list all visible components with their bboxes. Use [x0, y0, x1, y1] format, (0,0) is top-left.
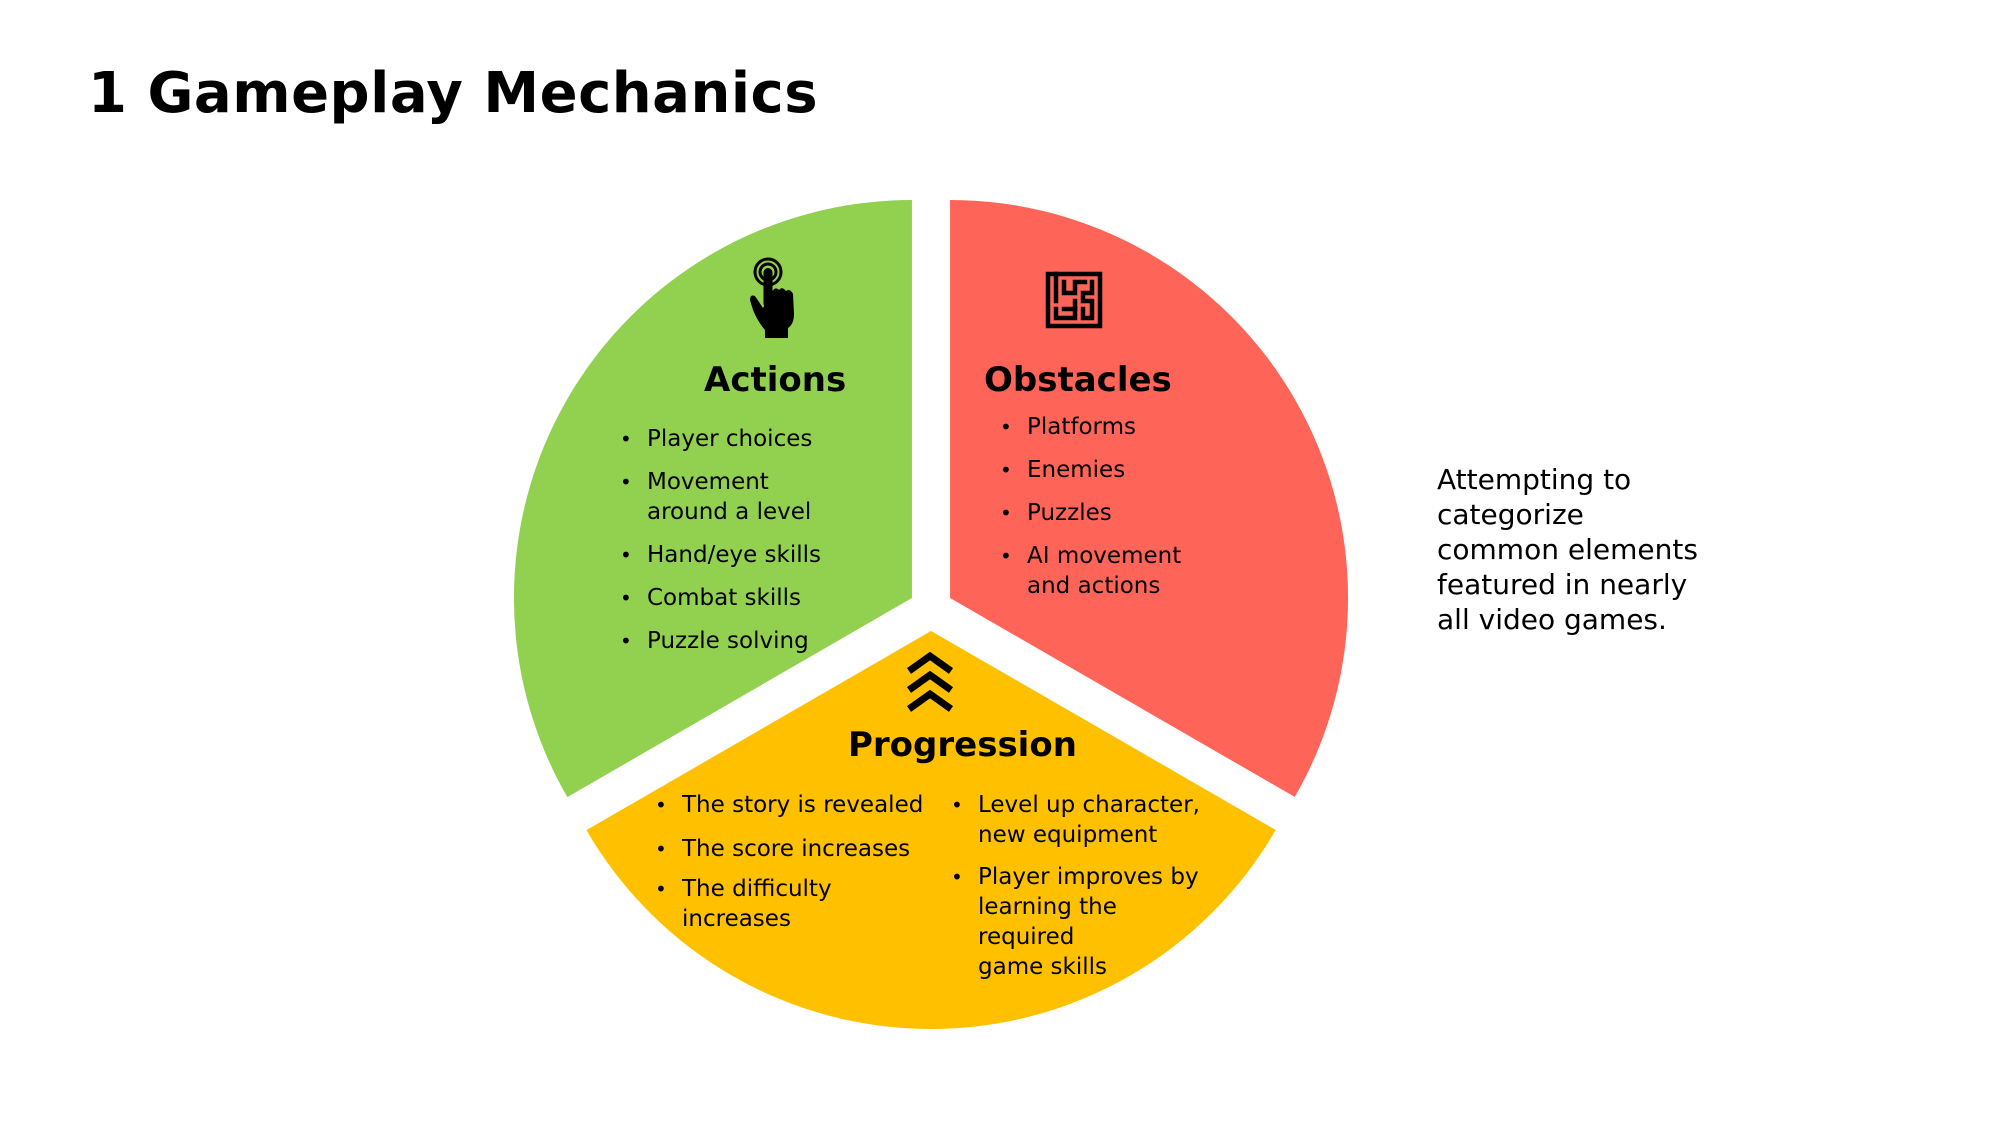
obstacles-list: Platforms Enemies Puzzles AI movement an… [1000, 412, 1181, 601]
chevrons-up-icon [906, 651, 954, 712]
list-item: Player choices [620, 424, 821, 454]
list-item: Movement around a level [620, 467, 821, 527]
slide-title: 1 Gameplay Mechanics [88, 61, 819, 126]
progression-list-right: Level up character, new equipment Player… [951, 790, 1200, 982]
list-item: Level up character, new equipment [951, 790, 1200, 850]
list-item: Puzzles [1000, 498, 1181, 528]
maze-icon [1045, 271, 1103, 329]
progression-title: Progression [848, 725, 1077, 765]
tap-hand-icon [750, 257, 794, 338]
list-item: AI movement and actions [1000, 541, 1181, 601]
list-item: Player improves by learning the required… [951, 862, 1200, 982]
progression-list-left: The story is revealed The score increase… [655, 790, 923, 934]
list-item: Combat skills [620, 583, 821, 613]
list-item: Puzzle solving [620, 626, 821, 656]
list-item: Platforms [1000, 412, 1181, 442]
list-item: The story is revealed [655, 790, 923, 820]
list-item: The difficulty increases [655, 874, 923, 934]
actions-list: Player choices Movement around a level H… [620, 424, 821, 656]
slide-description: Attempting to categorize common elements… [1437, 463, 1698, 636]
obstacles-title: Obstacles [984, 360, 1172, 400]
list-item: Enemies [1000, 455, 1181, 485]
actions-title: Actions [704, 360, 847, 400]
list-item: Hand/eye skills [620, 540, 821, 570]
list-item: The score increases [655, 834, 923, 864]
